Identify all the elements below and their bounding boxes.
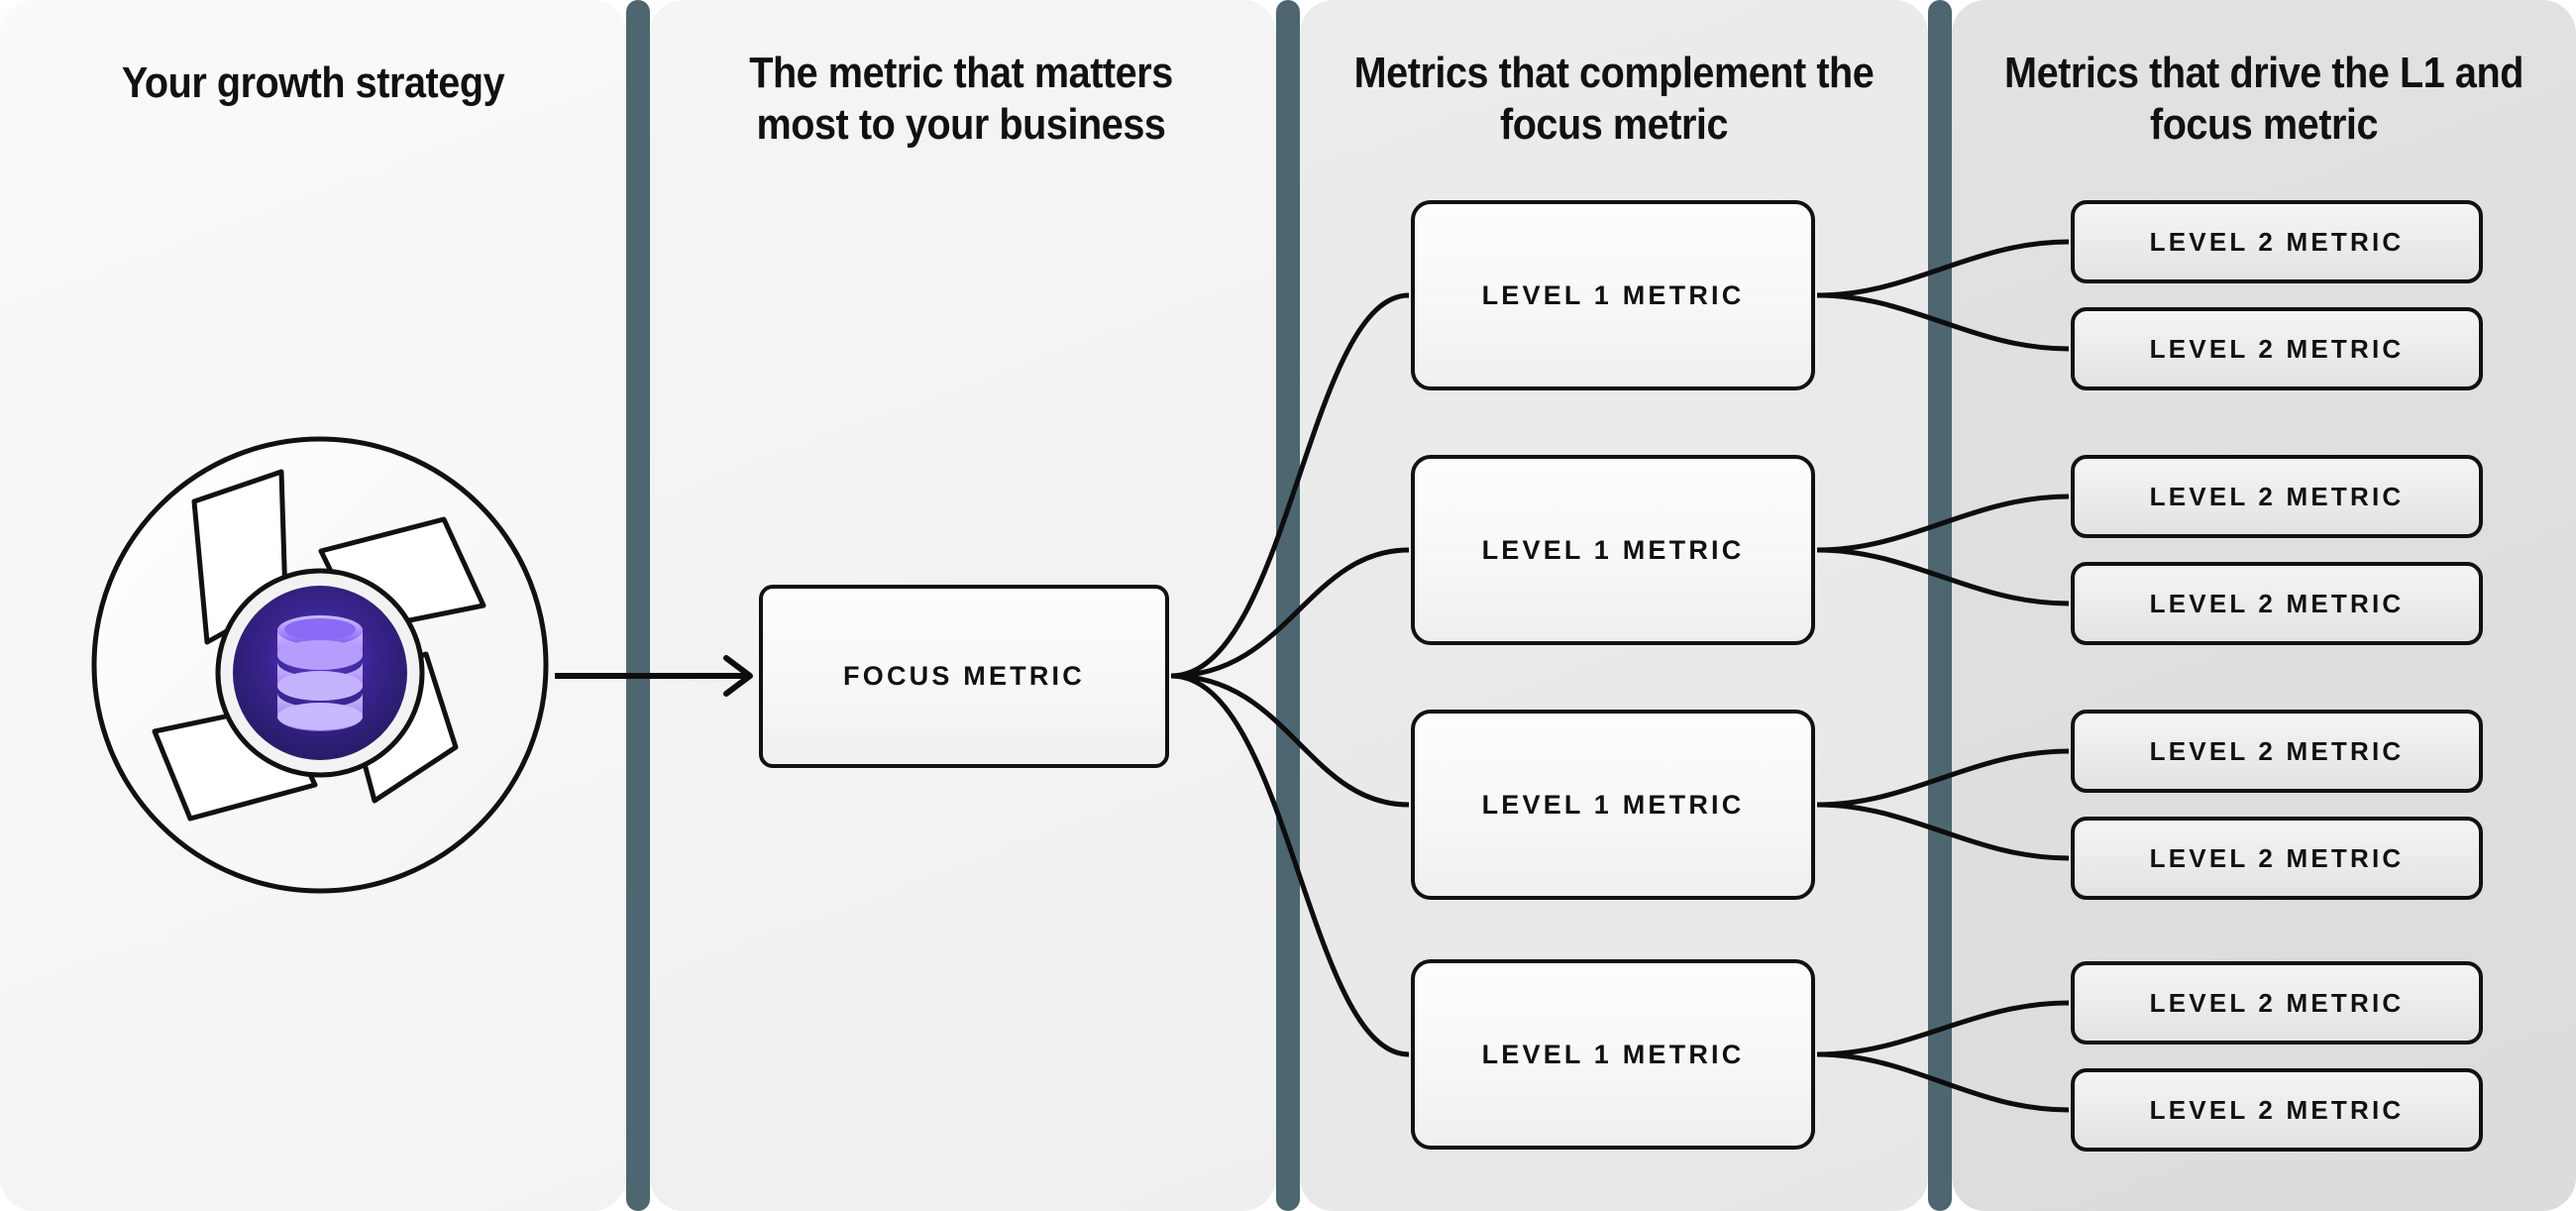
level1-metric-box-1[interactable]: LEVEL 1 METRIC — [1411, 200, 1815, 390]
level2-metric-box-3[interactable]: LEVEL 2 METRIC — [2071, 455, 2483, 538]
database-icon — [277, 615, 363, 731]
level2-metric-box-4[interactable]: LEVEL 2 METRIC — [2071, 562, 2483, 645]
level1-metric-box-3[interactable]: LEVEL 1 METRIC — [1411, 710, 1815, 900]
level2-metric-box-7[interactable]: LEVEL 2 METRIC — [2071, 961, 2483, 1045]
column-divider-1 — [626, 0, 650, 1211]
level1-metric-box-4[interactable]: LEVEL 1 METRIC — [1411, 959, 1815, 1150]
level2-metric-box-5[interactable]: LEVEL 2 METRIC — [2071, 710, 2483, 793]
column-title-focus-metric: The metric that matters most to your bus… — [749, 49, 1173, 149]
level2-metric-box-8[interactable]: LEVEL 2 METRIC — [2071, 1068, 2483, 1152]
level1-metric-box-2[interactable]: LEVEL 1 METRIC — [1411, 455, 1815, 645]
column-title-complement: Metrics that complement the focus metric — [1353, 49, 1875, 149]
level2-metric-box-1[interactable]: LEVEL 2 METRIC — [2071, 200, 2483, 283]
column-divider-2 — [1276, 0, 1300, 1211]
database-pinwheel-logo — [87, 432, 553, 898]
column-divider-3 — [1928, 0, 1952, 1211]
column-title-drivers: Metrics that drive the L1 and focus metr… — [2004, 49, 2523, 149]
level2-metric-box-6[interactable]: LEVEL 2 METRIC — [2071, 817, 2483, 900]
focus-metric-box[interactable]: FOCUS METRIC — [759, 585, 1169, 768]
level2-metric-box-2[interactable]: LEVEL 2 METRIC — [2071, 307, 2483, 390]
column-title-growth-strategy: Your growth strategy — [121, 58, 505, 107]
